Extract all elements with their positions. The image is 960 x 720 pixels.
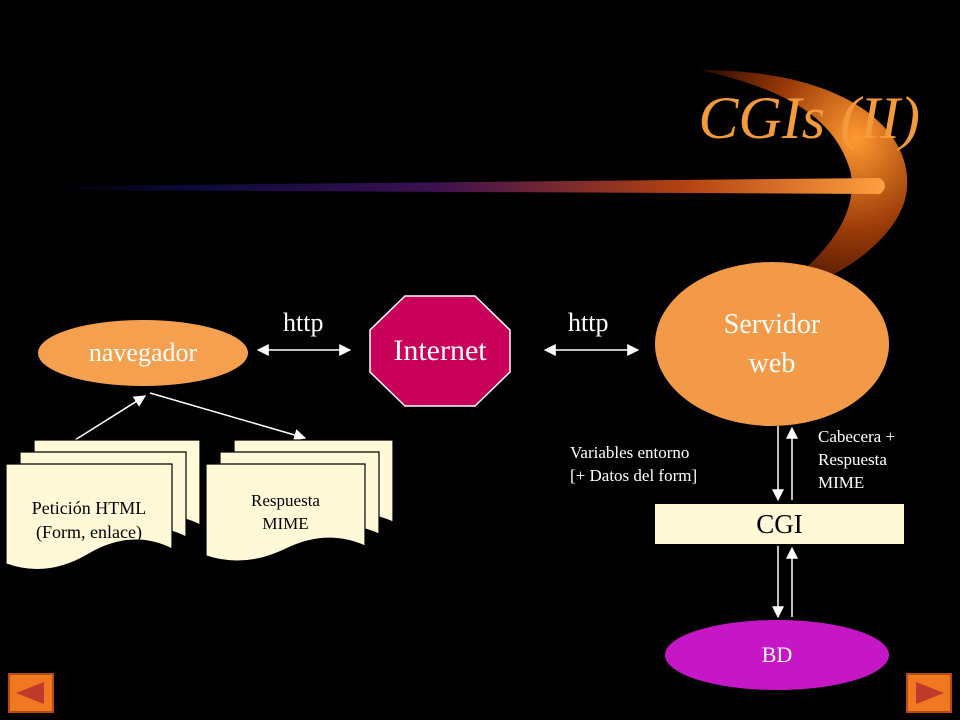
bd-node: BD: [665, 620, 889, 690]
previous-slide-button[interactable]: [8, 673, 54, 713]
http-right-label: http: [568, 308, 609, 337]
arrow-navegador-respuesta: [149, 392, 307, 441]
navegador-node: navegador: [38, 320, 248, 386]
peticion-line-1: Petición HTML: [31, 498, 147, 518]
variables-line-2: [+ Datos del form]: [570, 465, 698, 485]
variables-line-1: Variables entorno: [570, 443, 690, 462]
arrow-peticion-navegador: [74, 395, 147, 441]
servidor-web-node: Servidor web: [655, 262, 889, 426]
decorative-swoosh: [700, 70, 908, 300]
peticion-line-2: (Form, enlace): [36, 522, 142, 543]
variables-entorno-label: Variables entorno [+ Datos del form]: [570, 442, 697, 488]
cabecera-line-3: MIME: [818, 472, 865, 492]
peticion-document-stack: [5, 439, 201, 571]
respuesta-line-1: Respuesta: [251, 491, 320, 510]
respuesta-line-2: MIME: [262, 513, 309, 533]
cabecera-respuesta-label: Cabecera + Respuesta MIME: [818, 426, 895, 495]
peticion-html-label: Petición HTML (Form, enlace): [6, 496, 172, 545]
servidor-line-2: web: [748, 348, 796, 379]
internet-octagon: [369, 295, 511, 407]
internet-label: Internet: [393, 334, 487, 367]
next-slide-button[interactable]: [906, 673, 952, 713]
cabecera-line-2: Respuesta: [818, 449, 887, 469]
decorative-bar: [60, 178, 885, 194]
cabecera-line-1: Cabecera +: [818, 427, 896, 446]
slide-title: CGIs (II): [698, 85, 920, 151]
cgi-box: CGI: [655, 504, 904, 544]
http-left-label: http: [283, 308, 324, 337]
servidor-line-1: Servidor: [723, 308, 821, 340]
respuesta-mime-label: Respuesta MIME: [206, 490, 365, 536]
respuesta-document-stack: [205, 439, 394, 562]
